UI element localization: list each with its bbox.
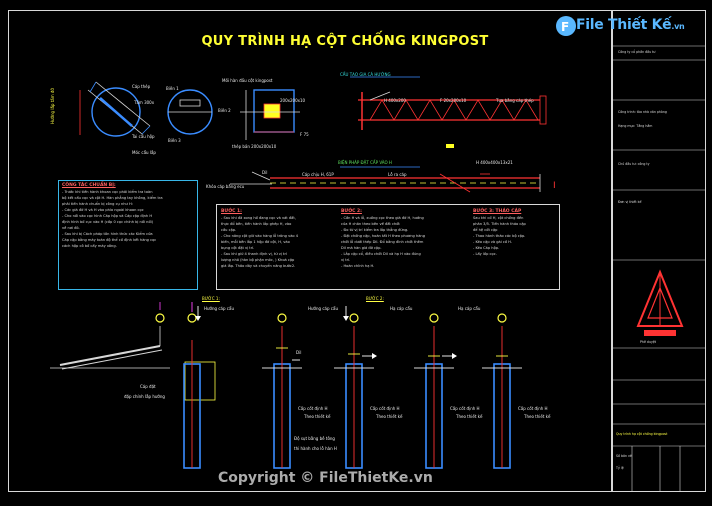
bottom-step2-label: BƯỚC 2:	[366, 296, 384, 301]
clamp-vertical-label: Hướng lắp tấm đỡ	[50, 88, 55, 124]
svg-text:F: F	[561, 20, 569, 34]
tai-label: Tai cẩu hộp	[132, 134, 155, 139]
sidebar-row-6: Số bản vẽ	[616, 454, 632, 458]
f-label: F 75	[300, 132, 309, 137]
dai-label: Độ sụt bằng bê tông	[294, 436, 335, 441]
bien1-label: Biên 1	[166, 86, 179, 91]
steps-note: BƯỚC 1: - Sau khi đã xong hố đang cọc và…	[216, 204, 560, 290]
h-size-label: H 400x400x13x21	[476, 160, 513, 165]
sidebar-bottom-title: Quy trình hạ cột chống kingpost	[616, 432, 668, 436]
step3-heading: BƯỚC 3: THÁO CÁP	[473, 209, 522, 214]
copyright-watermark: Copyright © FileThietKe.vn	[218, 470, 433, 486]
prep-heading: CÔNG TÁC CHUẨN BỊ:	[62, 183, 116, 188]
cap-dat-note: đặp chính lắp hướng	[124, 394, 165, 399]
step3-text: Sau khi cố H, cột chống đến phân 3/5. Ti…	[473, 216, 526, 256]
support-note: Tựa bằng cáp thép	[496, 98, 534, 103]
cot-h4-note: Theo thiết kế	[524, 414, 551, 419]
bottom-dil-label: DiI	[296, 350, 302, 355]
bracing-structure	[350, 76, 547, 148]
cot-h1-label: Cấp cốt định H	[298, 406, 328, 411]
sidebar-row-3: Hạng mục: Tầng hầm	[618, 124, 653, 128]
prep-note: CÔNG TÁC CHUẨN BỊ: - Trước khi tiến hành…	[58, 180, 198, 290]
hook-label: Móc cẩu lắp	[132, 150, 156, 155]
tam-label: Tấm 300x	[134, 100, 155, 105]
company-logo-icon	[636, 269, 684, 336]
steel-note: thép bản 200x200x10	[232, 144, 277, 149]
f2-label: F 20x200x10	[440, 98, 467, 103]
cable-method: I	[230, 166, 556, 193]
brand-name: File Thiết Kế.vn	[576, 17, 685, 33]
step1-text: - Sau khi đã xong hố đang cọc và vát đất…	[221, 216, 299, 268]
step2-text: - Cần H và lỗ, xuống cọc theo giá đỡ H, …	[341, 216, 425, 268]
step1-ground	[50, 302, 216, 401]
cable-note: Khóa cáp bằng ecu	[206, 184, 245, 189]
dil-label: DiI	[262, 170, 268, 175]
weld-size-label: 200x200x10	[280, 98, 306, 103]
h-beam-label: H 400x200	[384, 98, 406, 103]
lower-label: Hạ cáp cẩu	[390, 306, 413, 311]
pile-columns	[183, 302, 522, 469]
bottom-step1-label: BƯỚC 1:	[202, 296, 220, 301]
lo-ra-label: Lỗ ra cáp	[388, 172, 407, 177]
bien2-label: Biên 2	[218, 108, 231, 113]
lower2-label: Hạ cáp cẩu	[458, 306, 481, 311]
brand-logo-icon: F	[556, 16, 576, 36]
sidebar-row-5: Đơn vị thiết kế	[618, 200, 642, 204]
cot-h2-label: Cấp cốt định H	[370, 406, 400, 411]
sidebar-row-1: Công ty cổ phần đầu tư	[618, 50, 656, 54]
cap-dinh-label: Cáp chịu H, 61P	[302, 172, 334, 177]
drawing-frame	[8, 10, 612, 492]
svg-text:I: I	[553, 181, 556, 191]
cap-dat-label: Cáp đặt	[140, 384, 156, 389]
step1-heading: BƯỚC 1:	[221, 209, 242, 214]
sidebar-logo-label: Phê duyệt	[640, 340, 657, 344]
cot-h2-note: Theo thiết kế	[376, 414, 403, 419]
down-hook2-label: Hướng cáp cẩu	[308, 306, 338, 311]
dai-note: thi hành cho lỗ hàn H	[294, 446, 337, 451]
title-block	[612, 10, 706, 492]
weld-top-label: Mối hàn đầu cột kingpost	[222, 78, 273, 83]
sidebar-row-2: Công trình: tòa nhà văn phòng	[618, 110, 667, 114]
method-title: BIỆN PHÁP ĐẶT CẤP VÀO H	[338, 160, 392, 165]
cot-h4-label: Cấp cốt định H	[518, 406, 548, 411]
drawing-title: QUY TRÌNH HẠ CỘT CHỐNG KINGPOST	[201, 34, 489, 49]
sidebar-grid	[612, 45, 706, 492]
cap-label: Cáp thép	[132, 84, 151, 89]
bien3-label: Biên 3	[168, 138, 181, 143]
clamp-detail	[79, 81, 300, 140]
sidebar-row-7: Tỷ lệ	[616, 466, 624, 470]
structure-title: CẤU TẠO GIA CÁ HƯỚNG	[340, 72, 391, 77]
sidebar-row-4: Chủ đầu tư: công ty	[618, 162, 650, 166]
cot-h3-label: Cấp cốt định H	[450, 406, 480, 411]
cot-h1-note: Theo thiết kế	[304, 414, 331, 419]
step2-heading: BƯỚC 2:	[341, 209, 362, 214]
cot-h3-note: Theo thiết kế	[456, 414, 483, 419]
down-hook-label: Hướng cáp cẩu	[204, 306, 234, 311]
prep-text: - Trước khi tiến hành khoan cọc phải kiể…	[62, 190, 163, 248]
